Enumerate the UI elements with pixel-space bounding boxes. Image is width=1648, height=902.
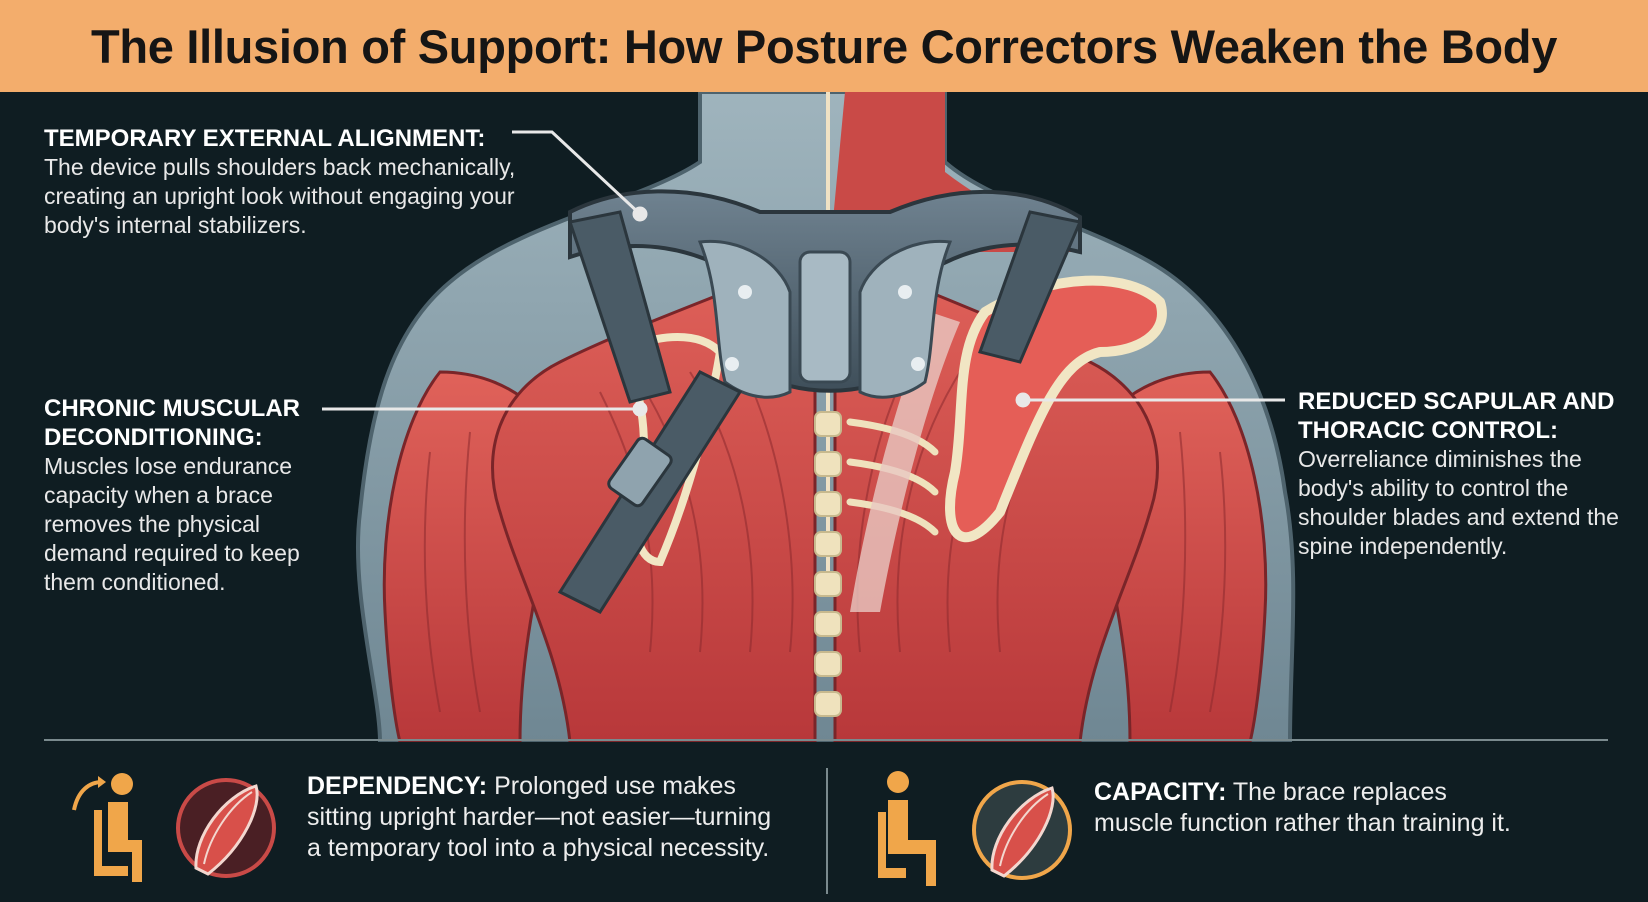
dependency-heading: DEPENDENCY: bbox=[307, 772, 488, 800]
page-title: The Illusion of Support: How Posture Cor… bbox=[90, 19, 1558, 73]
callout-muscular-deconditioning: CHRONIC MUSCULAR DECONDITIONING: Muscles… bbox=[44, 394, 344, 597]
anatomy-illustration bbox=[322, 92, 1296, 742]
vertical-divider bbox=[826, 768, 828, 894]
dependency-text: DEPENDENCY: Prolonged use makes sitting … bbox=[307, 771, 787, 864]
muscle-icon bbox=[176, 778, 276, 878]
callout-body: The device pulls shoulders back mechanic… bbox=[44, 154, 516, 238]
tendon bbox=[850, 312, 960, 612]
capacity-text: CAPACITY: The brace replaces muscle func… bbox=[1094, 777, 1524, 839]
capacity-heading: CAPACITY: bbox=[1094, 778, 1227, 806]
horizontal-divider bbox=[44, 739, 1608, 741]
callout-body: Muscles lose endurance capacity when a b… bbox=[44, 453, 300, 595]
callout-heading: CHRONIC MUSCULAR DECONDITIONING: bbox=[44, 395, 300, 451]
callout-temporary-alignment: TEMPORARY EXTERNAL ALIGNMENT: The device… bbox=[44, 124, 524, 240]
muscle-icon bbox=[972, 780, 1072, 880]
callout-heading: TEMPORARY EXTERNAL ALIGNMENT: bbox=[44, 125, 486, 152]
sitting-person-arrow-icon bbox=[72, 773, 142, 882]
callout-scapular-control: REDUCED SCAPULAR AND THORACIC CONTROL: O… bbox=[1298, 387, 1638, 561]
capacity-body: The brace replaces muscle function rathe… bbox=[1094, 778, 1511, 837]
left-scapula bbox=[614, 333, 725, 567]
leader-alignment bbox=[512, 130, 642, 216]
callout-heading: REDUCED SCAPULAR AND THORACIC CONTROL: bbox=[1298, 388, 1615, 444]
callout-body: Overreliance diminishes the body's abili… bbox=[1298, 446, 1619, 559]
dependency-body: Prolonged use makes sitting upright hard… bbox=[307, 772, 772, 862]
posture-brace bbox=[557, 189, 1083, 614]
sitting-person-icon bbox=[878, 771, 936, 886]
title-bar: The Illusion of Support: How Posture Cor… bbox=[0, 0, 1648, 92]
